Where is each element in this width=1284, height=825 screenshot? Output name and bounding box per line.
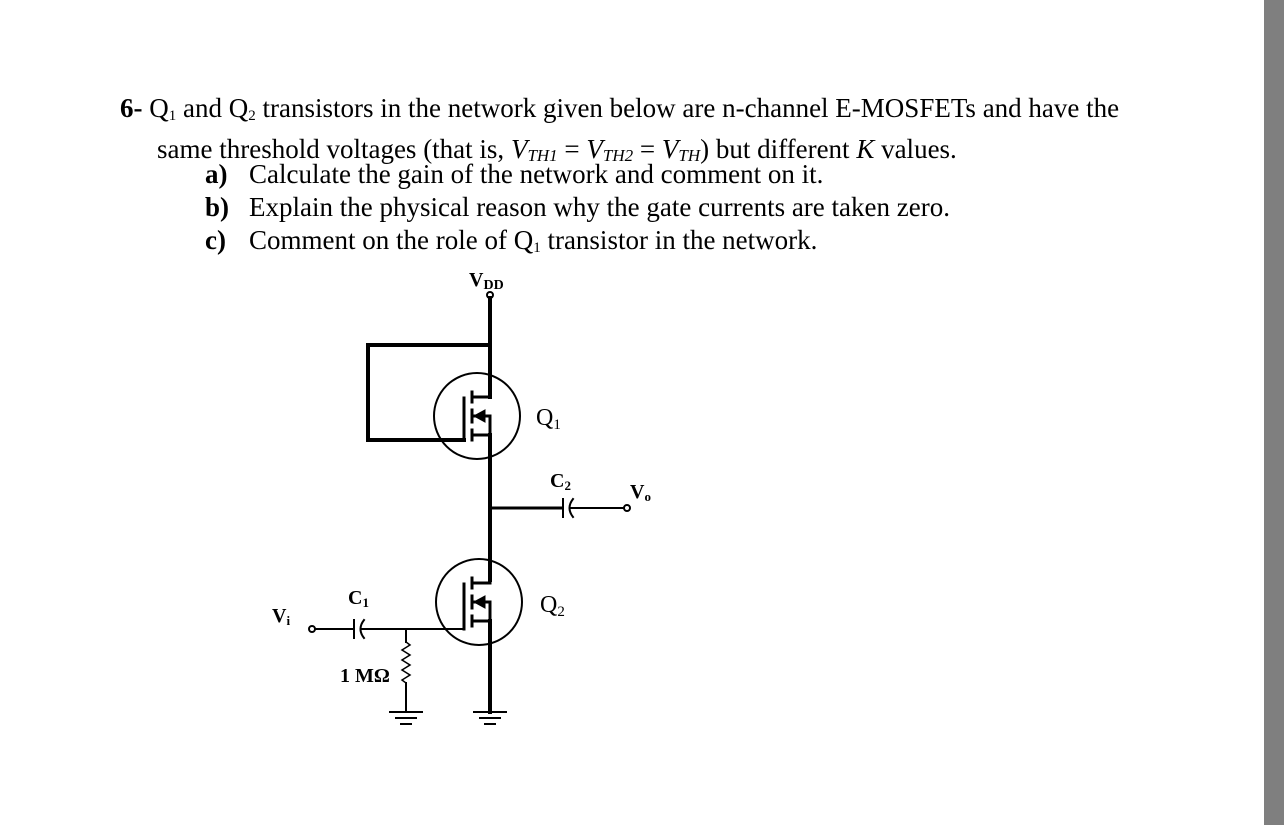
question-parts: a)Calculate the gain of the network and …	[205, 158, 950, 265]
resistor-label: 1 MΩ	[340, 665, 390, 687]
ground-symbol-q2	[473, 711, 507, 725]
question-number: 6-	[120, 93, 143, 123]
part-a: a)Calculate the gain of the network and …	[205, 159, 824, 189]
question-line-2: same threshold voltages (that is, VTH1 =…	[157, 134, 957, 165]
q2-label: Q2	[540, 592, 565, 620]
c2-label: C2	[550, 470, 571, 493]
vo-terminal	[623, 504, 631, 512]
page-edge-bar	[1264, 0, 1284, 825]
vo-label: Vo	[630, 481, 651, 504]
q1-label: Q1	[536, 405, 561, 433]
vi-label: Vi	[272, 605, 290, 628]
q2-mosfet-symbol	[435, 558, 523, 646]
question-text: 6- Q1 and Q2 transistors in the network …	[120, 92, 1250, 172]
part-c: c)Comment on the role of Q1 transistor i…	[205, 225, 818, 256]
part-b: b)Explain the physical reason why the ga…	[205, 192, 950, 222]
question-line-1: 6- Q1 and Q2 transistors in the network …	[120, 93, 1120, 124]
c1-label: C1	[348, 587, 369, 610]
q1-mosfet-symbol	[433, 343, 521, 460]
resistor-1mohm	[400, 640, 412, 685]
ground-symbol-resistor	[389, 711, 423, 725]
vdd-label: VDD	[469, 269, 504, 293]
